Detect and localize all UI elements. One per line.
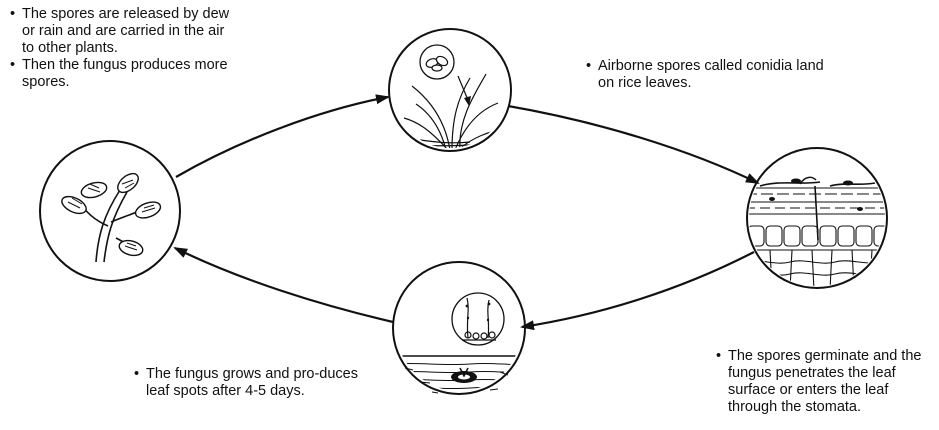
conidia-spores-illustration [40, 141, 180, 281]
arrow-spot-to-spores [175, 248, 393, 322]
arrow-leaf-to-spot [522, 252, 754, 327]
leaf-spot-illustration [392, 262, 526, 397]
rice-plant-illustration [389, 29, 511, 151]
arrow-plant-to-leaf [508, 106, 758, 183]
leaf-cross-section-illustration [745, 148, 890, 290]
arrow-spores-to-plant [176, 97, 388, 177]
